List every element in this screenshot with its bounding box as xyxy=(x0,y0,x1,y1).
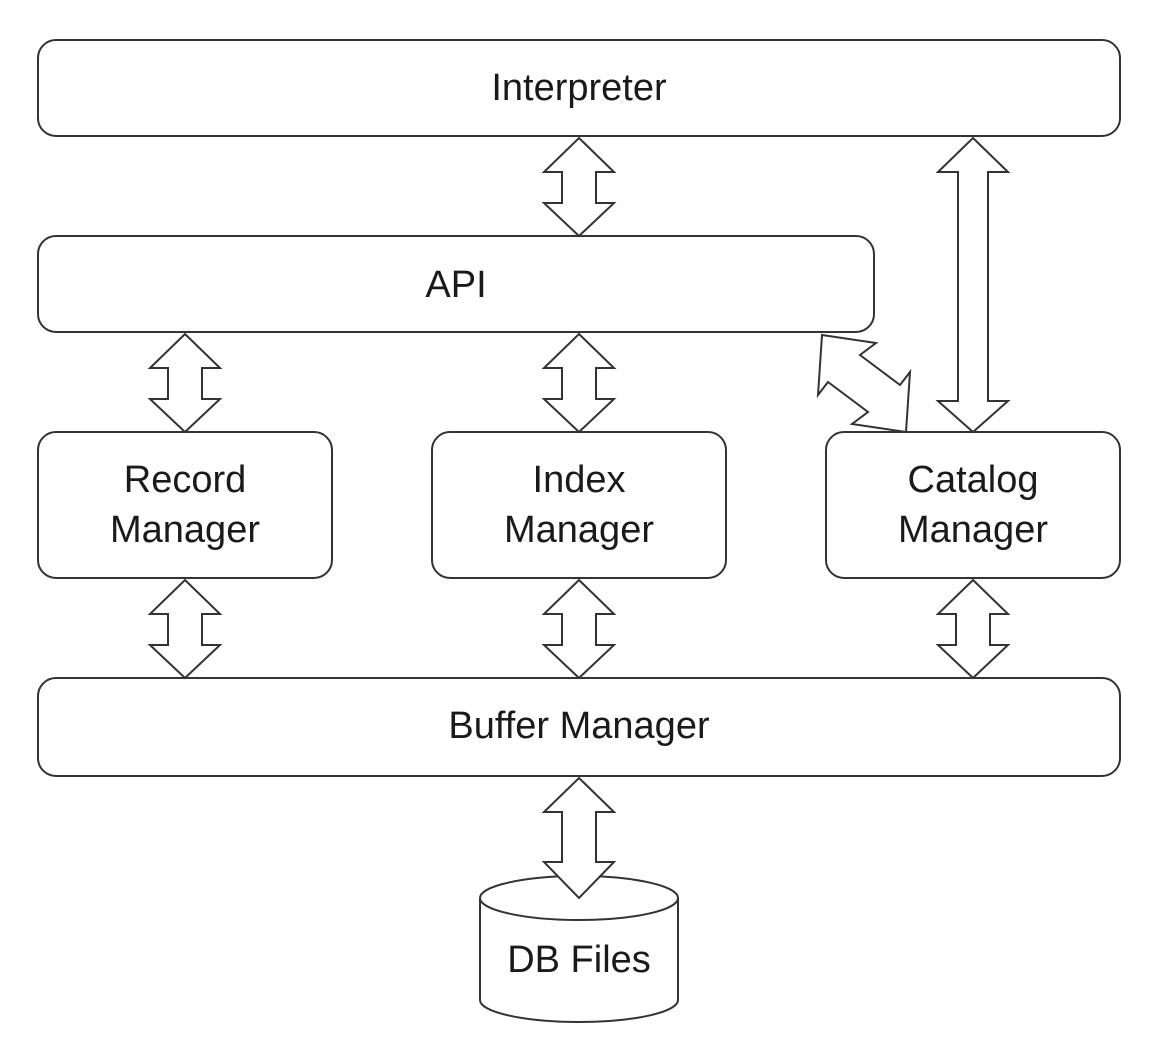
catalog-manager-label-line1: Catalog xyxy=(908,459,1039,501)
buffer-manager-node: Buffer Manager xyxy=(37,677,1121,777)
db-files-label: DB Files xyxy=(507,939,651,981)
api-label: API xyxy=(425,264,486,306)
catalog-buffer-arrow xyxy=(935,578,1011,680)
interpreter-catalog-arrow xyxy=(935,136,1011,434)
index-manager-label-line1: Index xyxy=(533,459,626,501)
api-record-arrow xyxy=(147,332,223,434)
api-node: API xyxy=(37,235,875,333)
interpreter-node: Interpreter xyxy=(37,39,1121,137)
api-catalog-arrow xyxy=(816,333,912,434)
record-buffer-arrow xyxy=(147,578,223,680)
index-manager-label-line2: Manager xyxy=(504,509,654,551)
buffer-dbfiles-arrow xyxy=(541,776,617,900)
api-index-arrow xyxy=(541,332,617,434)
record-manager-label-line1: Record xyxy=(124,459,247,501)
interpreter-label: Interpreter xyxy=(491,67,667,109)
record-manager-node: Record Manager xyxy=(37,431,333,579)
interpreter-api-arrow xyxy=(541,136,617,238)
index-buffer-arrow xyxy=(541,578,617,680)
catalog-manager-node: Catalog Manager xyxy=(825,431,1121,579)
index-manager-node: Index Manager xyxy=(431,431,727,579)
record-manager-label-line2: Manager xyxy=(110,509,260,551)
db-files-cylinder: DB Files xyxy=(479,875,679,1023)
catalog-manager-label-line2: Manager xyxy=(898,509,1048,551)
buffer-manager-label: Buffer Manager xyxy=(448,705,710,747)
